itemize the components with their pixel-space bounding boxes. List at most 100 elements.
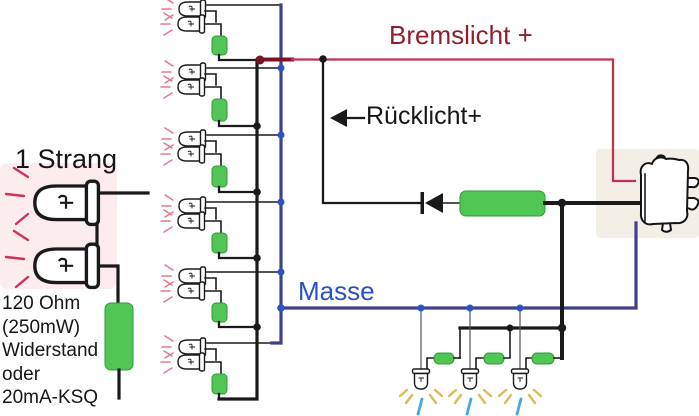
resistor bbox=[211, 35, 228, 56]
led-strand-2 bbox=[160, 60, 280, 128]
resistor bbox=[531, 352, 555, 365]
wire bbox=[217, 320, 258, 329]
wire bbox=[475, 357, 485, 369]
led-icon bbox=[177, 211, 206, 231]
led-rays-icon bbox=[497, 388, 543, 416]
junction-dot bbox=[466, 304, 474, 312]
wire bbox=[503, 327, 511, 359]
led-rays-icon bbox=[398, 388, 444, 416]
junction-dot bbox=[516, 304, 524, 312]
wire bbox=[204, 207, 217, 220]
wire bbox=[204, 290, 222, 304]
led-icon bbox=[177, 77, 206, 97]
resistor-note-line: oder bbox=[2, 363, 41, 385]
wire bbox=[204, 73, 217, 86]
junction-dot bbox=[277, 304, 285, 312]
resistor-note-line: 20mA-KSQ bbox=[2, 387, 99, 408]
tail-wire-label: Rücklicht+ bbox=[366, 102, 483, 130]
brake-wire-label: Bremslicht + bbox=[389, 20, 533, 50]
resistor-note-line: Widerstand bbox=[2, 340, 99, 361]
example-strand bbox=[4, 166, 150, 400]
connector-tab bbox=[661, 222, 672, 233]
wire bbox=[217, 53, 258, 62]
junction-dot bbox=[253, 122, 261, 130]
masse-wire bbox=[279, 221, 638, 310]
resistor bbox=[211, 165, 228, 188]
led-icon bbox=[177, 352, 206, 372]
resistor-note-line: 120 Ohm bbox=[2, 293, 81, 314]
example-strand-title: 1 Strang bbox=[15, 144, 118, 174]
ground-wire-label: Masse bbox=[298, 276, 375, 306]
wire bbox=[204, 86, 222, 100]
led-strand-4 bbox=[160, 194, 280, 260]
junction-dot bbox=[557, 323, 567, 333]
led-icon bbox=[177, 14, 206, 34]
resistor bbox=[211, 98, 228, 122]
ground-bus bbox=[270, 3, 283, 345]
wire bbox=[217, 251, 258, 260]
wire bbox=[426, 357, 435, 369]
junction-dot bbox=[417, 304, 425, 312]
led-strand-6 bbox=[160, 335, 273, 401]
left-arrow-icon bbox=[330, 109, 366, 127]
wire bbox=[204, 348, 217, 361]
positive-bus bbox=[217, 58, 259, 401]
wire bbox=[217, 185, 258, 194]
connector-plug bbox=[639, 154, 699, 233]
brake-wire bbox=[290, 58, 637, 183]
led-icon bbox=[411, 368, 431, 390]
wire bbox=[95, 264, 120, 305]
wire bbox=[204, 153, 222, 167]
resistor-note-line: (250mW) bbox=[2, 316, 81, 338]
diode-cathode-bar bbox=[420, 192, 424, 214]
led-rays-icon bbox=[160, 12, 173, 36]
wire bbox=[204, 23, 222, 37]
led-icon bbox=[33, 179, 101, 227]
led-strand-1 bbox=[160, 0, 280, 62]
tail-feed-wire bbox=[321, 57, 423, 205]
led-icon bbox=[510, 368, 530, 390]
led-icon bbox=[177, 144, 206, 164]
diode-icon bbox=[425, 193, 443, 213]
led-strand-5 bbox=[160, 264, 280, 329]
junction-dot bbox=[253, 188, 261, 196]
resistor-note: 120 Ohm (250mW) Widerstand oder 20mA-KSQ bbox=[2, 292, 98, 410]
junction-dot bbox=[277, 198, 285, 206]
connector-tab bbox=[687, 197, 699, 211]
wire bbox=[204, 220, 222, 234]
junction-dots bbox=[253, 55, 567, 333]
led-rays-icon bbox=[4, 166, 30, 226]
led-rays-icon bbox=[160, 75, 173, 99]
connector-tab bbox=[688, 177, 699, 189]
wire bbox=[525, 357, 533, 369]
connector-body bbox=[639, 156, 690, 226]
wire bbox=[204, 361, 222, 375]
junction-dot bbox=[277, 131, 285, 139]
junction-dot bbox=[255, 55, 265, 65]
wire bbox=[204, 140, 217, 153]
led-icon bbox=[177, 281, 206, 301]
junction-dot bbox=[253, 323, 261, 331]
resistor bbox=[433, 352, 455, 365]
junction-dot bbox=[253, 254, 261, 262]
led-rays-icon bbox=[160, 142, 173, 166]
junction-dot bbox=[319, 55, 327, 63]
resistor bbox=[104, 302, 134, 371]
junction-dot bbox=[277, 268, 285, 276]
wire bbox=[217, 119, 258, 128]
wire bbox=[204, 10, 217, 23]
led-rays-icon bbox=[4, 229, 30, 289]
tail-led-array bbox=[398, 307, 564, 416]
led-rays-icon bbox=[160, 279, 173, 303]
led-rays-icon bbox=[447, 388, 493, 416]
brake-led-array bbox=[160, 0, 280, 401]
junction-dot bbox=[277, 64, 285, 72]
wire bbox=[204, 277, 217, 290]
resistor bbox=[211, 232, 228, 254]
led-strand-3 bbox=[160, 127, 280, 194]
resistor bbox=[211, 373, 228, 395]
led-icon bbox=[460, 368, 480, 390]
resistor bbox=[483, 352, 505, 365]
